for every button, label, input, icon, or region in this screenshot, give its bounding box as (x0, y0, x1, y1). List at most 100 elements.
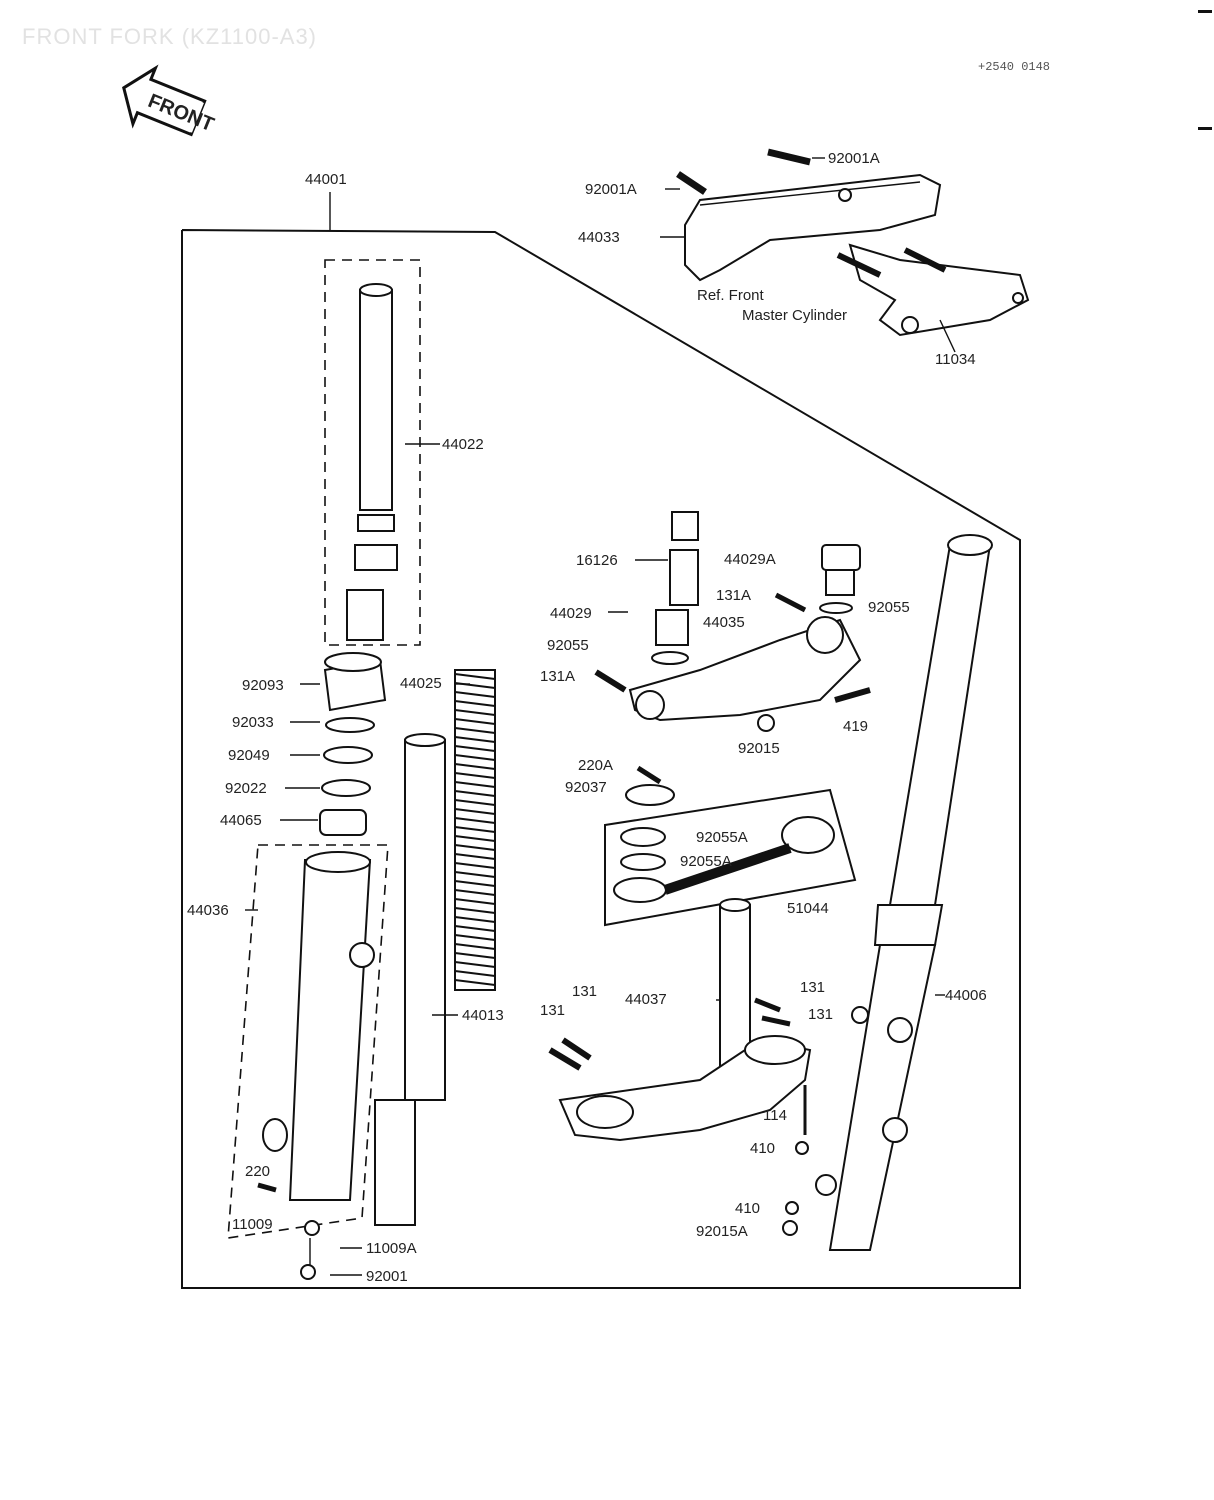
spring-coil (454, 772, 496, 779)
upper-bracket-44035 (594, 592, 871, 732)
spring-coil (454, 835, 496, 842)
spring-coil (454, 979, 496, 986)
label-44065: 44065 (220, 812, 262, 829)
label-131-a: 131 (572, 983, 597, 1000)
spring-coil (454, 952, 496, 959)
spring-coil (454, 808, 496, 815)
label-92033: 92033 (232, 714, 274, 731)
label-51044: 51044 (787, 900, 829, 917)
spring-coil (454, 817, 496, 824)
spring-coil (454, 718, 496, 725)
label-44037: 44037 (625, 991, 667, 1008)
label-131-d: 131 (808, 1006, 833, 1023)
label-92015: 92015 (738, 740, 780, 757)
spring-coil (454, 700, 496, 707)
label-92022: 92022 (225, 780, 267, 797)
label-419: 419 (843, 718, 868, 735)
spring-coil (454, 790, 496, 797)
washer-92022 (321, 779, 371, 797)
label-92055A-1: 92055A (696, 829, 748, 846)
label-master-cylinder: Master Cylinder (742, 307, 847, 324)
label-92001-bottom: 92001 (366, 1268, 408, 1285)
group-outline-44022 (324, 259, 421, 646)
label-131-b: 131 (800, 979, 825, 996)
edge-mark-bottom (1198, 127, 1212, 130)
cap-bolt-16126 (669, 511, 699, 606)
label-11034: 11034 (935, 351, 976, 368)
front-arrow-icon: FRONT (122, 64, 217, 137)
nut-410 (785, 1201, 799, 1215)
spring-coil (454, 871, 496, 878)
bushing-44065 (319, 809, 367, 836)
nut-92015A (782, 1220, 798, 1236)
label-16126: 16126 (576, 552, 618, 569)
label-92049: 92049 (228, 747, 270, 764)
label-44006: 44006 (945, 987, 987, 1004)
spring-coil (454, 880, 496, 887)
spring-44013 (454, 669, 496, 991)
spring-coil (454, 844, 496, 851)
edge-mark-top (1198, 10, 1212, 13)
clamp-92037 (625, 765, 675, 806)
steering-stem-44037 (548, 898, 812, 1155)
label-131-c: 131 (540, 1002, 565, 1019)
seal-cap-92093 (323, 652, 387, 712)
spring-coil (454, 754, 496, 761)
label-44029: 44029 (550, 605, 592, 622)
holder-44029 (655, 609, 689, 646)
spring-coil (454, 799, 496, 806)
leader-lines (245, 157, 956, 1276)
group-outline-44036 (227, 844, 389, 1239)
fork-assembly-44006 (815, 534, 993, 1251)
o-ring-92055-right (819, 602, 853, 614)
spring-coil (454, 781, 496, 788)
spring-coil (454, 826, 496, 833)
label-44013: 44013 (462, 1007, 504, 1024)
cap-bolt-44029A (821, 544, 861, 596)
label-11009A: 11009A (366, 1240, 417, 1257)
label-44036: 44036 (187, 902, 229, 919)
spring-coil (454, 925, 496, 932)
label-92001A-left: 92001A (585, 181, 637, 198)
spring-coil (454, 745, 496, 752)
spring-coil (454, 736, 496, 743)
label-92055A-2: 92055A (680, 853, 732, 870)
bolt-92001A-left (676, 171, 707, 195)
label-114: 114 (763, 1107, 787, 1124)
label-44001: 44001 (305, 171, 347, 188)
spring-coil (454, 727, 496, 734)
reference-code: +2540 0148 (978, 60, 1051, 74)
assembly-frame-line (181, 229, 1021, 1289)
label-131A-left: 131A (540, 668, 575, 685)
spring-coil (454, 907, 496, 914)
label-44033: 44033 (578, 229, 620, 246)
label-92037: 92037 (565, 779, 607, 796)
spring-coil (454, 916, 496, 923)
ring-92033 (325, 717, 375, 733)
spring-coil (454, 853, 496, 860)
label-44029A: 44029A (724, 551, 776, 568)
label-131A-top: 131A (716, 587, 751, 604)
label-92001A-top: 92001A (828, 150, 880, 167)
screw-220 (257, 1182, 277, 1193)
label-410-b: 410 (735, 1200, 760, 1217)
handlebar-bracket-44033 (684, 173, 1030, 337)
spring-coil (454, 961, 496, 968)
label-44022: 44022 (442, 436, 484, 453)
bolt-92001A-top (767, 148, 811, 166)
label-92093: 92093 (242, 677, 284, 694)
spring-coil (454, 673, 496, 680)
ring-92049 (323, 746, 373, 764)
spring-coil (454, 763, 496, 770)
spring-coil (454, 943, 496, 950)
spring-coil (454, 709, 496, 716)
label-92055-right: 92055 (868, 599, 910, 616)
fork-tube-44022 (346, 283, 398, 641)
spring-coil (454, 691, 496, 698)
spring-coil (454, 862, 496, 869)
label-92015A: 92015A (696, 1223, 748, 1240)
label-44035: 44035 (703, 614, 745, 631)
label-220: 220 (245, 1163, 270, 1180)
label-220A: 220A (578, 757, 613, 774)
